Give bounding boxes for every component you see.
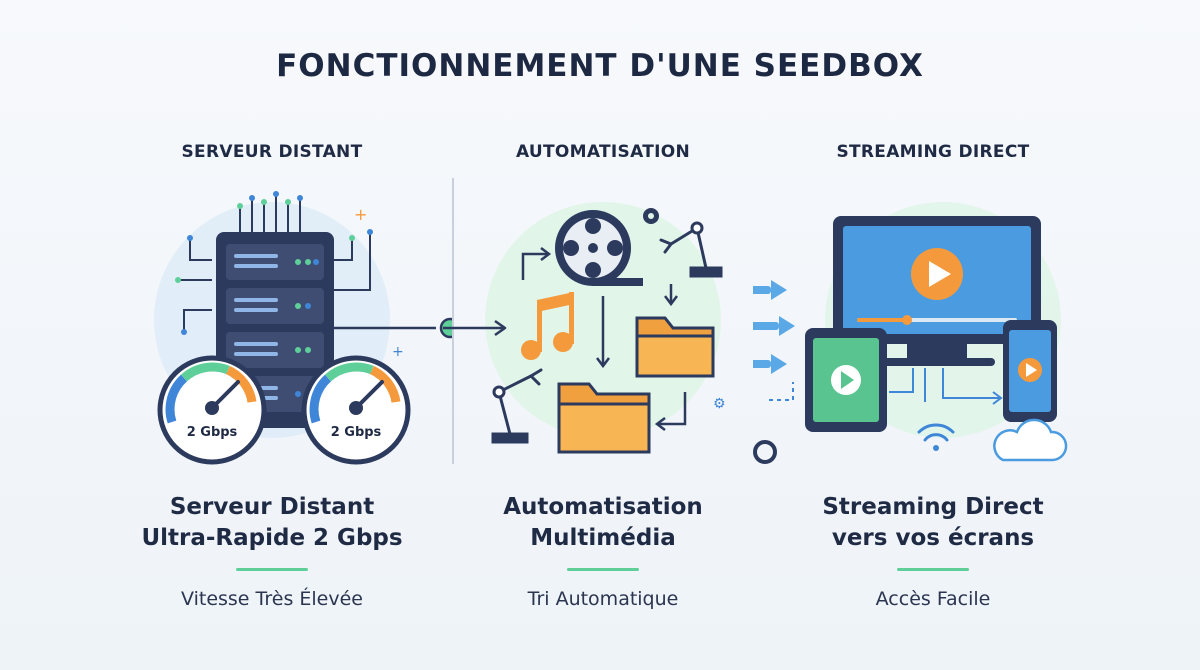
column-heading-server: SERVEUR DISTANT [181, 142, 363, 162]
title-underline [236, 568, 308, 571]
title-underline [897, 568, 969, 571]
column-heading-automation: AUTOMATISATION [515, 142, 691, 162]
arrow-icon-stream [753, 280, 795, 374]
automation-illustration: ⚙ [443, 202, 726, 454]
svg-text:+: + [354, 205, 367, 224]
flow-arrows-icon [521, 247, 687, 431]
music-note-icon [521, 292, 574, 360]
column-heading-streaming: STREAMING DIRECT [836, 142, 1030, 162]
robot-arm-icon-top [659, 221, 723, 278]
column-tagline-streaming: Accès Facile [875, 588, 991, 610]
svg-text:⚙: ⚙ [713, 396, 726, 412]
film-reel-icon [555, 210, 643, 286]
column-divider [452, 178, 454, 464]
column-title-line2: vers vos écrans [831, 525, 1035, 551]
column-streaming: STREAMING DIRECT [753, 0, 1113, 670]
wifi-icon [917, 423, 955, 451]
folder-icon-top [635, 316, 715, 378]
column-automation: AUTOMATISATION [423, 0, 783, 670]
robot-arm-icon-bottom [491, 368, 543, 444]
tablet-icon [805, 328, 887, 432]
gauge-label-right: 2 Gbps [331, 425, 382, 440]
connection-lines-icon [889, 368, 1003, 405]
folder-icon-bottom [557, 382, 651, 454]
column-title-line1: Automatisation [503, 494, 703, 520]
column-tagline-automation: Tri Automatique [527, 588, 679, 610]
column-title-line1: Serveur Distant [169, 494, 375, 520]
play-icon-monitor [911, 248, 963, 300]
column-title-automation: Automatisation Multimédia [423, 492, 783, 554]
server-illustration: + + [154, 191, 452, 465]
cloud-icon [993, 418, 1068, 462]
page-title: FONCTIONNEMENT D'UNE SEEDBOX [276, 48, 924, 84]
speed-gauge-icon-left [157, 355, 267, 465]
phone-icon [1003, 320, 1057, 422]
gear-icon [753, 440, 777, 464]
column-tagline-server: Vitesse Très Élevée [181, 588, 363, 610]
column-title-line2: Ultra-Rapide 2 Gbps [141, 525, 403, 551]
streaming-illustration [753, 202, 1068, 464]
arrow-icon-in [443, 319, 507, 337]
column-title-streaming: Streaming Direct vers vos écrans [753, 492, 1113, 554]
speed-gauge-icon-right [301, 355, 411, 465]
gauge-label-left: 2 Gbps [187, 425, 238, 440]
gear-icon-small [643, 208, 659, 224]
column-server: SERVEUR DISTANT + + [92, 0, 452, 670]
column-title-line2: Multimédia [530, 525, 676, 551]
circuit-lines-icon [175, 191, 373, 335]
svg-text:+: + [392, 344, 404, 360]
title-underline [567, 568, 639, 571]
column-title-server: Serveur Distant Ultra-Rapide 2 Gbps [92, 492, 452, 554]
column-title-line1: Streaming Direct [822, 494, 1044, 520]
